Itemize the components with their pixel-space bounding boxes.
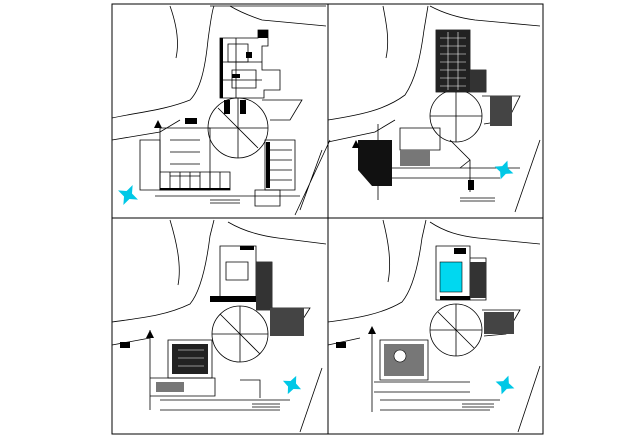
compass-rose-icon: [118, 185, 138, 205]
ground-floor-plan-fills: [160, 30, 270, 190]
second-floor-plan-fills: [120, 246, 304, 392]
compass-rose-icon: [282, 375, 302, 395]
compass-rose-icon: [495, 375, 515, 395]
north-arrow-icon: [146, 120, 376, 338]
sheet-border: [111, 3, 544, 435]
first-floor-plan-fills: [358, 30, 512, 190]
compass-rose-icon: [494, 160, 514, 180]
roof-plan-fills: [336, 248, 514, 376]
